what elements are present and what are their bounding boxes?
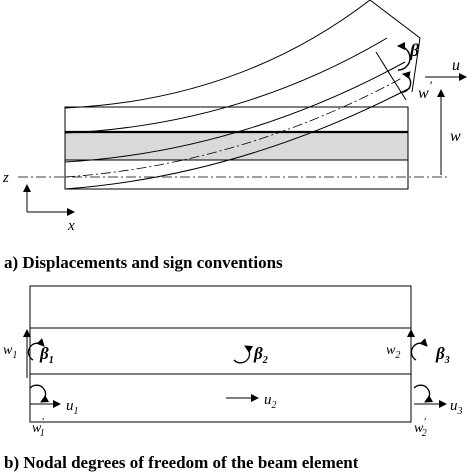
z-axis-label: z <box>2 170 9 186</box>
deformed-reference-axis <box>64 77 403 178</box>
deformed-beam-end-face <box>369 0 421 93</box>
panel-b: w1 β1 u1 w'1 β2 u2 w2 β3 u3 w'2 b) Nodal… <box>3 285 463 472</box>
u1-label: u1 <box>66 398 79 417</box>
w-prime-mark: ' <box>429 78 432 93</box>
w1-label: w1 <box>3 343 17 361</box>
w1-prime-label: w'1 <box>32 416 45 439</box>
u3-label: u3 <box>450 398 463 417</box>
beta3-label: β3 <box>435 344 450 366</box>
deformed-beam-layer-2 <box>64 37 388 134</box>
beta1-rotation-arrow <box>27 338 45 361</box>
beta3-rotation-arrow <box>410 338 428 361</box>
panel-a: β w ' u w z x a) Displacements and sign … <box>2 0 467 272</box>
w2-label: w2 <box>386 343 400 361</box>
w2-prime-rotation-arrow <box>413 384 434 403</box>
w-prime-label: w <box>418 85 429 102</box>
deformed-beam-top <box>64 0 371 109</box>
deformed-beam-layer-3 <box>64 61 406 163</box>
panel-b-caption: b) Nodal degrees of freedom of the beam … <box>4 453 359 472</box>
u2-label: u2 <box>264 392 277 411</box>
slope-w-prime-arrow <box>399 71 412 93</box>
w-label: w <box>450 128 461 145</box>
beam-element-outline <box>29 285 412 423</box>
beta2-label: β2 <box>253 344 268 366</box>
w1-prime-rotation-arrow <box>29 384 50 403</box>
x-axis-label: x <box>67 218 75 234</box>
w2-prime-label: w'2 <box>414 416 427 439</box>
rotation-beta-arrow <box>397 42 411 71</box>
u-label: u <box>452 57 460 74</box>
beta2-rotation-arrow <box>233 345 254 364</box>
core-layer <box>64 131 409 161</box>
beta-label: β <box>409 40 420 60</box>
panel-a-caption: a) Displacements and sign conventions <box>4 253 283 272</box>
beta1-label: β1 <box>39 344 54 366</box>
deformed-beam-bottom <box>64 87 411 190</box>
